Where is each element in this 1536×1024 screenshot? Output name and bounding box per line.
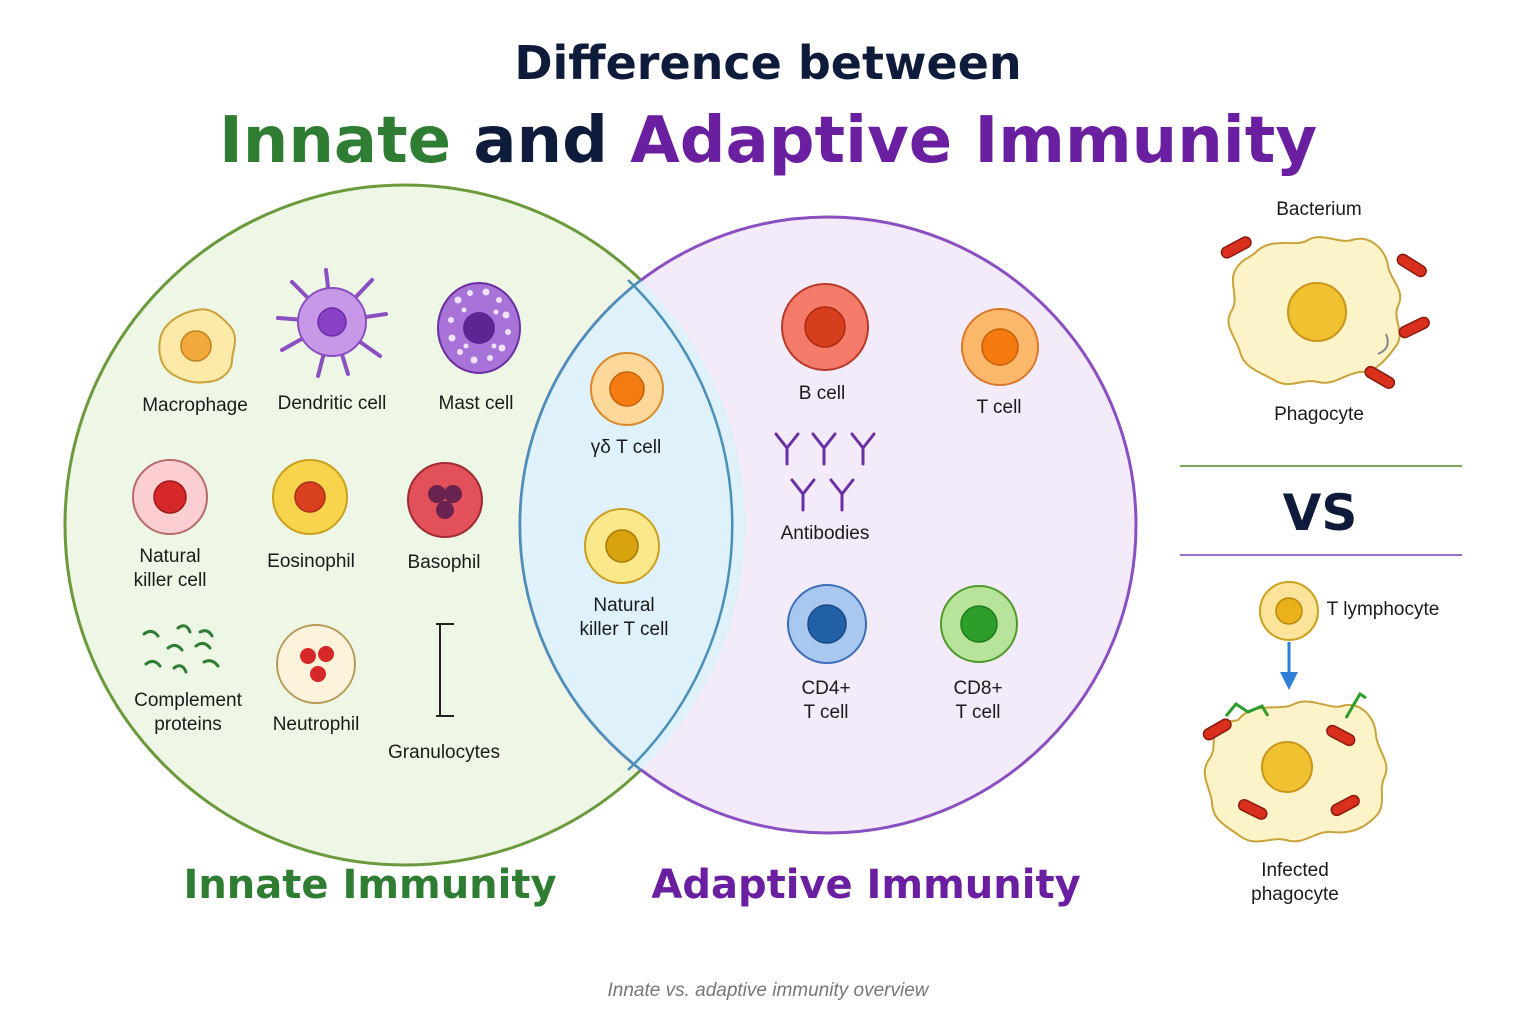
label-bacterium: Bacterium [1276,199,1362,220]
infected-bacteria-icons [1202,718,1360,820]
title-innate: Innate [218,104,452,178]
label-t-cell: T cell [976,397,1022,418]
label-mast-cell: Mast cell [438,393,514,414]
adaptive-immunity-label: Adaptive Immunity [651,862,1081,908]
title-adaptive: Adaptive Immunity [630,104,1318,178]
label-macrophage: Macrophage [142,395,248,416]
neutrophil-icon [276,624,356,704]
nkt-cell-icon [584,508,660,584]
eosinophil-icon [272,459,348,535]
macrophage-icon [158,308,237,384]
infected-phagocyte-icon [1203,691,1388,843]
caption: Innate vs. adaptive immunity overview [607,980,929,1001]
label-eosinophil: Eosinophil [267,551,355,572]
dendritic-cell-icon [276,268,388,378]
label-phagocyte: Phagocyte [1274,404,1364,425]
phagocyte-icon [1227,236,1402,385]
title-line-1: Difference between [514,36,1022,90]
bacteria-icons [1220,236,1430,389]
nk-cell-icon [132,459,208,535]
overlap-border-left [627,279,734,771]
b-cell-icon [781,283,869,371]
label-nk-cell: Natural killer cell [133,546,207,591]
label-basophil: Basophil [407,552,481,573]
overlap-border-right [518,215,745,835]
label-granulocytes: Granulocytes [388,742,500,763]
label-dendritic-cell: Dendritic cell [277,393,387,414]
innate-immunity-label: Innate Immunity [183,862,557,908]
label-nkt-cell: Natural killer T cell [579,595,669,640]
antibodies-icon [774,432,876,512]
label-complement-proteins: Complement proteins [134,690,242,735]
granulocytes-bracket [436,623,454,717]
label-gamma-delta-t-cell: γδ T cell [590,437,662,458]
label-t-lymphocyte: T lymphocyte [1326,599,1440,620]
title-and: and [451,104,631,178]
label-cd8-t-cell: CD8+ T cell [953,678,1003,723]
overlap-region [520,217,745,833]
mast-cell-icon [437,282,521,374]
label-b-cell: B cell [798,383,846,404]
label-neutrophil: Neutrophil [272,714,360,735]
arrow-down-icon [1280,642,1298,690]
basophil-icon [407,462,483,538]
gamma-delta-t-cell-icon [590,352,664,426]
cd8-t-cell-icon [940,585,1018,663]
vs-label: VS [1282,484,1358,542]
t-cell-icon [961,308,1039,386]
label-infected-phagocyte: Infected phagocyte [1251,860,1339,905]
complement-proteins-icon [142,624,220,674]
label-antibodies: Antibodies [780,523,870,544]
title-line-2: Innate and Adaptive Immunity [0,104,1536,178]
t-lymphocyte-icon [1259,581,1319,641]
label-cd4-t-cell: CD4+ T cell [801,678,851,723]
cd4-t-cell-icon [787,584,867,664]
